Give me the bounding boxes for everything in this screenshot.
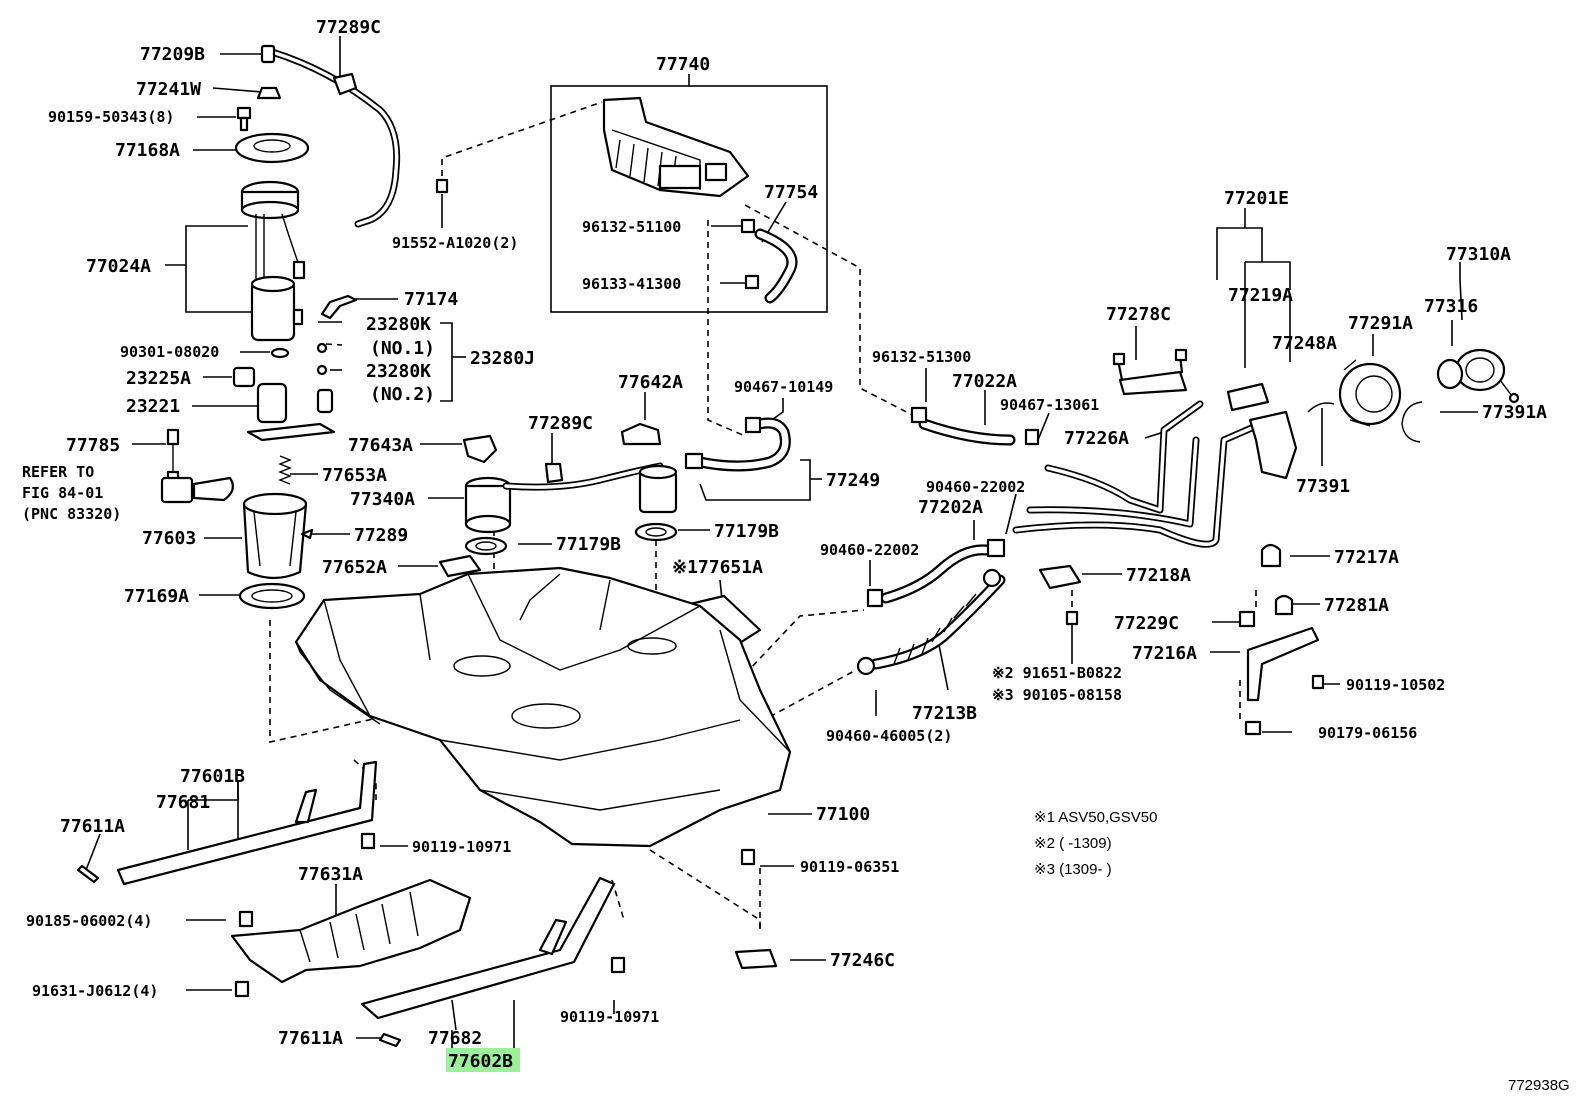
label-96132-51300[interactable]: 96132-51300 bbox=[872, 348, 971, 366]
label-77611A-bottom[interactable]: 77611A bbox=[278, 1028, 343, 1049]
label-77289C-mid[interactable]: 77289C bbox=[528, 413, 593, 434]
label-77202A[interactable]: 77202A bbox=[918, 497, 983, 518]
label-77740[interactable]: 77740 bbox=[656, 54, 710, 75]
label-77213B[interactable]: 77213B bbox=[912, 703, 977, 724]
label-91552-A1020[interactable]: 91552-A1020(2) bbox=[392, 234, 518, 252]
label-90119-10971-b[interactable]: 90119-10971 bbox=[560, 1008, 659, 1026]
label-77216A[interactable]: 77216A bbox=[1132, 643, 1197, 664]
label-77248A[interactable]: 77248A bbox=[1272, 333, 1337, 354]
label-90159-50343[interactable]: 90159-50343(8) bbox=[48, 108, 174, 126]
label-77631A[interactable]: 77631A bbox=[298, 864, 363, 885]
label-77643A[interactable]: 77643A bbox=[348, 435, 413, 456]
label-77316[interactable]: 77316 bbox=[1424, 296, 1478, 317]
label-77340A[interactable]: 77340A bbox=[350, 489, 415, 510]
label-90301-08020[interactable]: 90301-08020 bbox=[120, 343, 219, 361]
note-1: ※1 ASV50,GSV50 bbox=[1034, 809, 1157, 826]
label-77289[interactable]: 77289 bbox=[354, 525, 408, 546]
label-77217A[interactable]: 77217A bbox=[1334, 547, 1399, 568]
label-23280K-no1-sub: (NO.1) bbox=[370, 338, 435, 359]
label-90119-06351[interactable]: 90119-06351 bbox=[800, 858, 899, 876]
label-77289C-top[interactable]: 77289C bbox=[316, 17, 381, 38]
label-77602B-selected[interactable]: 77602B bbox=[448, 1051, 513, 1072]
label-77226A[interactable]: 77226A bbox=[1064, 428, 1129, 449]
label-77201E[interactable]: 77201E bbox=[1224, 188, 1289, 209]
refer-note-line2: FIG 84-01 bbox=[22, 484, 103, 502]
label-77391A[interactable]: 77391A bbox=[1482, 402, 1547, 423]
label-77219A[interactable]: 77219A bbox=[1228, 285, 1293, 306]
label-77179B-right[interactable]: 77179B bbox=[714, 521, 779, 542]
label-91651-B0822[interactable]: ※2 91651-B0822 bbox=[992, 664, 1122, 682]
label-77281A[interactable]: 77281A bbox=[1324, 595, 1389, 616]
label-90119-10971-a[interactable]: 90119-10971 bbox=[412, 838, 511, 856]
label-77249[interactable]: 77249 bbox=[826, 470, 880, 491]
label-77218A[interactable]: 77218A bbox=[1126, 565, 1191, 586]
label-77229C[interactable]: 77229C bbox=[1114, 613, 1179, 634]
note-2: ※2 ( -1309) bbox=[1034, 835, 1112, 852]
label-77024A[interactable]: 77024A bbox=[86, 256, 151, 277]
label-96132-51100[interactable]: 96132-51100 bbox=[582, 218, 681, 236]
label-90467-10149[interactable]: 90467-10149 bbox=[734, 378, 833, 396]
label-77100[interactable]: 77100 bbox=[816, 804, 870, 825]
label-77179B-left[interactable]: 77179B bbox=[556, 534, 621, 555]
leader-lines bbox=[85, 36, 1478, 1064]
label-23225A[interactable]: 23225A bbox=[126, 368, 191, 389]
selected-part-highlight bbox=[446, 1048, 520, 1072]
label-90460-46005[interactable]: 90460-46005(2) bbox=[826, 727, 952, 745]
label-77642A[interactable]: 77642A bbox=[618, 372, 683, 393]
label-77682[interactable]: 77682 bbox=[428, 1028, 482, 1049]
bottom-straps-and-protector bbox=[76, 760, 778, 1048]
label-96133-41300[interactable]: 96133-41300 bbox=[582, 275, 681, 293]
label-77391[interactable]: 77391 bbox=[1296, 476, 1350, 497]
label-77022A[interactable]: 77022A bbox=[952, 371, 1017, 392]
filler-pipe-assembly bbox=[856, 348, 1520, 736]
label-77652A[interactable]: 77652A bbox=[322, 557, 387, 578]
label-90179-06156[interactable]: 90179-06156 bbox=[1318, 724, 1417, 742]
label-77174[interactable]: 77174 bbox=[404, 289, 458, 310]
label-77291A[interactable]: 77291A bbox=[1348, 313, 1413, 334]
refer-note-line1: REFER TO bbox=[22, 463, 94, 481]
label-90185-06002[interactable]: 90185-06002(4) bbox=[26, 912, 152, 930]
label-90105-08158[interactable]: ※3 90105-08158 bbox=[992, 686, 1122, 704]
fuel-pump-assembly bbox=[160, 44, 401, 610]
part-labels: 77289C 77209B 77241W 90159-50343(8) 7716… bbox=[22, 17, 1547, 1072]
label-77754[interactable]: 77754 bbox=[764, 182, 818, 203]
charcoal-canister-assembly bbox=[435, 96, 798, 304]
label-77785[interactable]: 77785 bbox=[66, 435, 120, 456]
label-77209B[interactable]: 77209B bbox=[140, 44, 205, 65]
label-77246C[interactable]: 77246C bbox=[830, 950, 895, 971]
label-77603[interactable]: 77603 bbox=[142, 528, 196, 549]
label-77681[interactable]: 77681 bbox=[156, 792, 210, 813]
label-90460-22002-b[interactable]: 90460-22002 bbox=[820, 541, 919, 559]
label-23280J[interactable]: 23280J bbox=[470, 348, 535, 369]
applicability-notes: ※1 ASV50,GSV50 ※2 ( -1309) ※3 (1309- ) bbox=[1034, 809, 1157, 878]
label-91631-J0612[interactable]: 91631-J0612(4) bbox=[32, 982, 158, 1000]
label-77241W[interactable]: 77241W bbox=[136, 79, 201, 100]
label-77278C[interactable]: 77278C bbox=[1106, 304, 1171, 325]
pump-module-middle bbox=[438, 416, 791, 650]
label-77169A[interactable]: 77169A bbox=[124, 586, 189, 607]
figure-code: 772938G bbox=[1508, 1077, 1570, 1094]
label-77601B[interactable]: 77601B bbox=[180, 766, 245, 787]
fuel-tank-77100 bbox=[294, 566, 792, 848]
label-77653A[interactable]: 77653A bbox=[322, 465, 387, 486]
label-23280K-no2-sub: (NO.2) bbox=[370, 384, 435, 405]
label-23280K-no1[interactable]: 23280K bbox=[366, 314, 431, 335]
note-3: ※3 (1309- ) bbox=[1034, 861, 1112, 878]
label-77310A[interactable]: 77310A bbox=[1446, 244, 1511, 265]
label-23280K-no2[interactable]: 23280K bbox=[366, 361, 431, 382]
refer-note-line3: (PNC 83320) bbox=[22, 505, 121, 523]
label-90119-10502[interactable]: 90119-10502 bbox=[1346, 676, 1445, 694]
label-77651A[interactable]: ※177651A bbox=[672, 557, 763, 578]
label-90467-13061[interactable]: 90467-13061 bbox=[1000, 396, 1099, 414]
assembly-dashed-lines bbox=[269, 101, 1257, 930]
label-90460-22002-a[interactable]: 90460-22002 bbox=[926, 478, 1025, 496]
label-23221[interactable]: 23221 bbox=[126, 396, 180, 417]
label-77168A[interactable]: 77168A bbox=[115, 140, 180, 161]
label-77611A-top[interactable]: 77611A bbox=[60, 816, 125, 837]
